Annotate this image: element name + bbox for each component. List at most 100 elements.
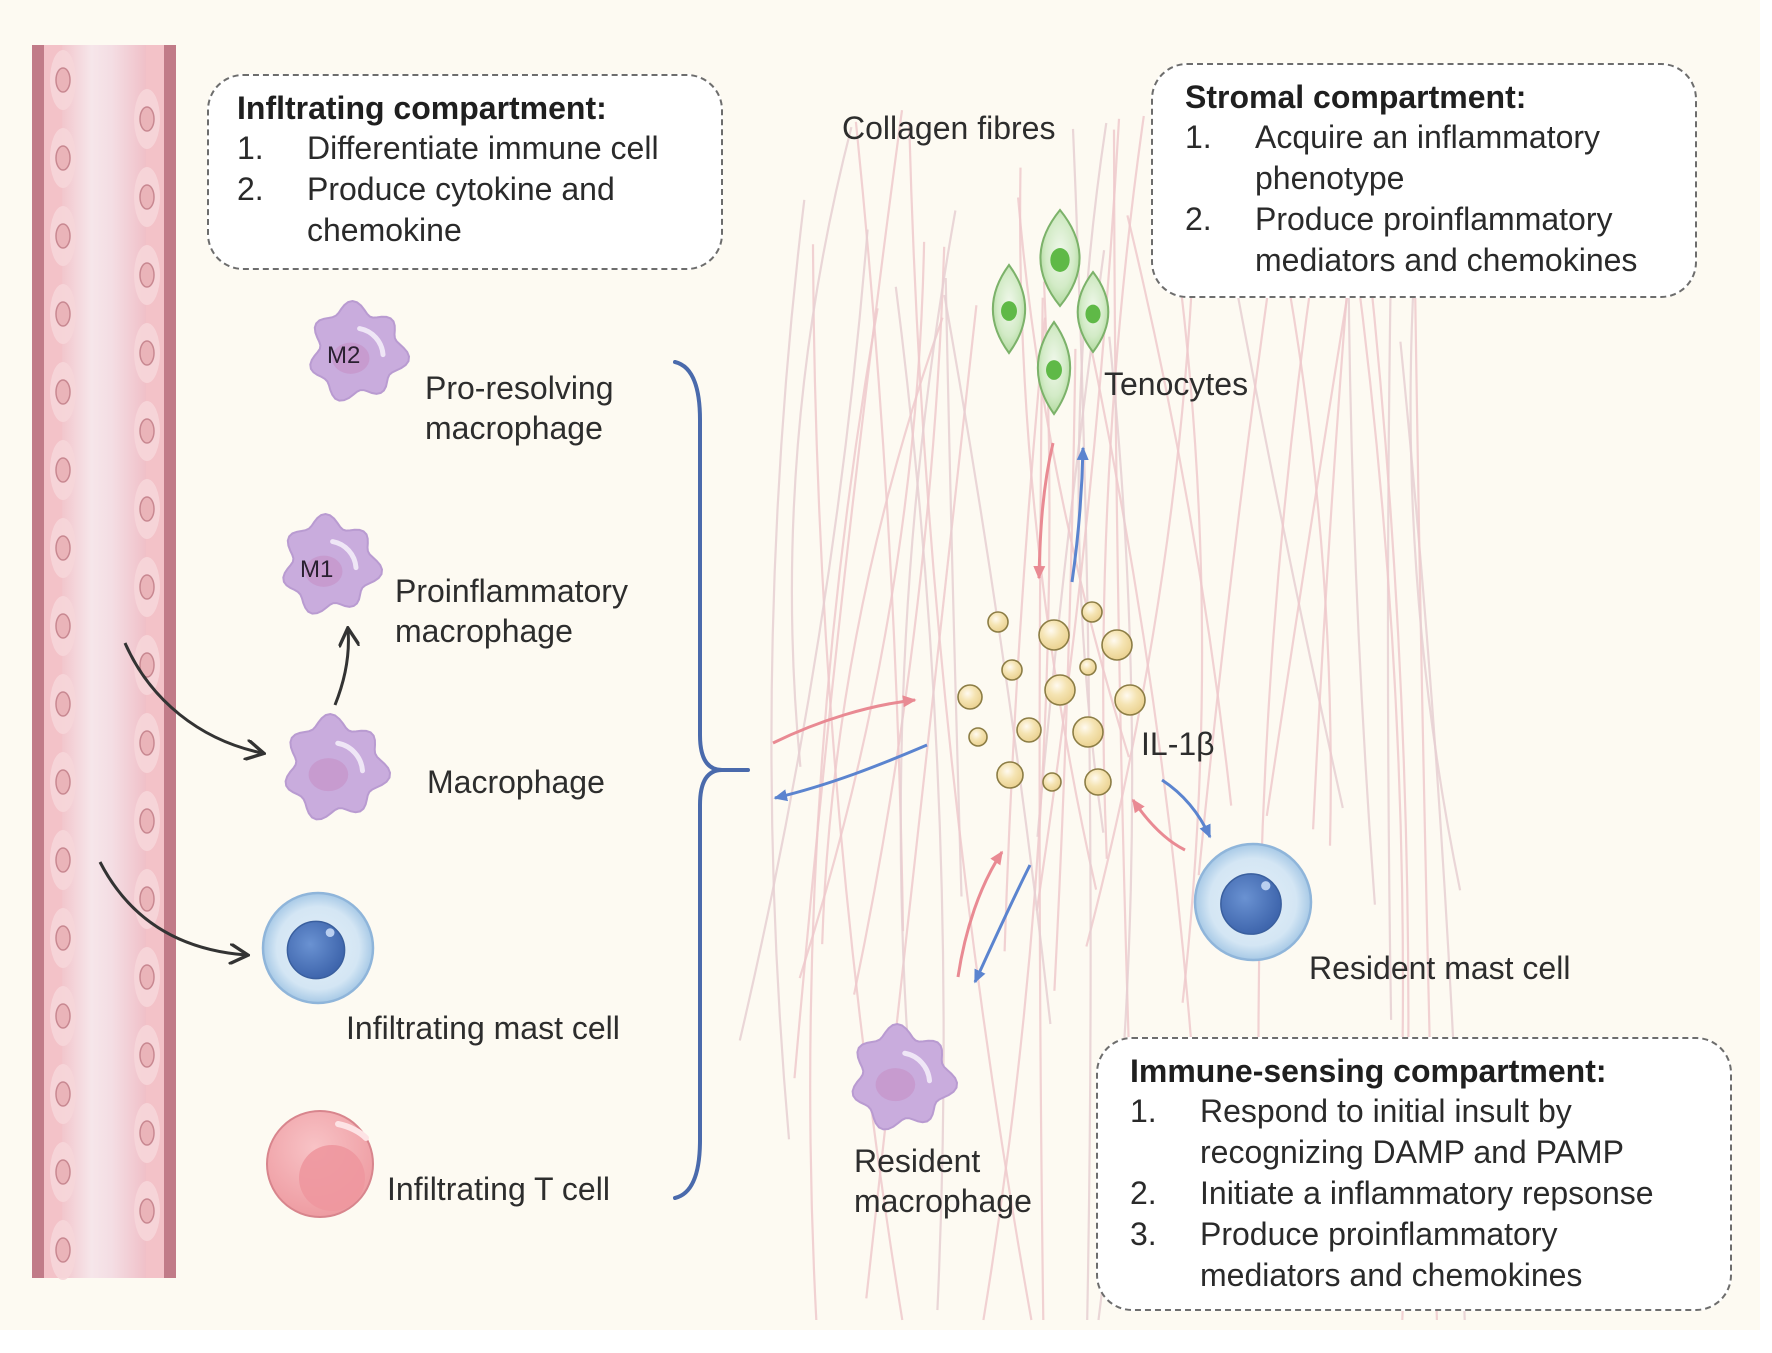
il1b-particle [1001,659,1023,681]
tenocyte-nucleus [1001,301,1017,321]
list-item: 2.Initiate a inflammatory repsonse [1130,1173,1720,1214]
list-text: Produce proinflammatory mediators and ch… [1200,1216,1583,1293]
signal-arrow-to-resident-macrophage [973,864,1032,984]
il1b-particle [968,727,988,747]
proinflammatory-macrophage-label: Proinflammatory macrophage [395,571,628,651]
endothelial-nucleus [55,1003,71,1029]
list-number: 3. [1130,1216,1157,1252]
collagen-fibre [1019,167,1098,890]
pro-resolving-macrophage-label: Pro-resolving macrophage [425,368,614,448]
stromal-compartment-heading: Stromal compartment: [1185,79,1527,115]
il1b-particle [1114,684,1146,716]
tenocytes-label: Tenocytes [1104,366,1249,402]
collagen-fibre [793,110,904,1079]
il1b-particle [996,761,1024,789]
signal-arrow-from-tenocytes [1033,442,1055,580]
infiltrating-t-cell-label: Infiltrating T cell [387,1171,610,1207]
endothelial-nucleus [139,730,155,756]
endothelial-nuclei [50,50,160,1280]
immune-sensing-compartment-heading: Immune-sensing compartment: [1130,1053,1607,1089]
il1b-particle [1038,619,1070,651]
mast-cell-highlight [325,928,335,937]
list-number: 1. [1185,119,1212,155]
endothelial-nucleus [55,535,71,561]
tenocytes-icon [991,208,1110,416]
endothelial-nucleus [139,340,155,366]
mast-cell-nucleus [286,920,346,980]
il1b-particle [1084,768,1112,796]
collagen-fibre [821,317,944,945]
list-item: 2.Produce cytokine and chemokine [237,169,687,251]
list-number: 1. [237,130,264,166]
tenocyte-nucleus [1046,360,1062,380]
tenocyte-nucleus [1085,304,1101,324]
m2-tag: M2 [327,342,361,369]
stromal-compartment-box: Stromal compartment: 1. Acquire an inflam… [1151,63,1697,298]
list-item: 3. Produce proinflammatory mediators and … [1130,1214,1630,1296]
collagen-fibre [1035,118,1121,911]
list-text: Acquire an inflammatory phenotype [1255,119,1601,196]
extravasation-arrow-mast-cell [98,861,246,955]
collagen-fibres-label: Collagen fibres [842,110,1056,146]
collagen-fibre [1078,294,1193,1049]
endothelial-nucleus [139,1042,155,1068]
list-item: 1. Respond to initial insult by recognizi… [1130,1091,1670,1173]
macrophage-nucleus [332,342,370,374]
il1b-particle [1079,658,1097,676]
endothelial-nucleus [55,67,71,93]
list-number: 2. [237,171,264,207]
list-item: 1. Acquire an inflammatory phenotype [1185,117,1635,199]
endothelial-nucleus [55,613,71,639]
collagen-fibre [1197,273,1272,876]
list-text: Differentiate immune cell [307,130,659,166]
extravasation-arrow-macrophage [123,642,262,753]
endothelial-nucleus [55,379,71,405]
collagen-fibre [1017,197,1130,758]
signal-arrow-from-resident-macrophage [956,850,1004,978]
endothelial-nucleus [55,301,71,327]
label-line: macrophage [854,1183,1032,1219]
collagen-fibre [1038,297,1045,1321]
endothelial-nucleus [139,1198,155,1224]
infiltrating-mast-cell-label: Infiltrating mast cell [346,1010,620,1046]
immune-sensing-compartment-box: Immune-sensing compartment: 1. Respond to… [1096,1037,1732,1311]
list-number: 1. [1130,1093,1157,1129]
collagen-fibre [1126,215,1233,806]
endothelial-nucleus [55,691,71,717]
endothelial-nucleus [139,574,155,600]
tenocyte-nucleus [1050,248,1070,272]
mast-cell-highlight [1261,881,1271,891]
endothelial-nucleus [139,652,155,678]
m1-tag: M1 [300,556,334,583]
collagen-fibre [1348,213,1405,1088]
collagen-fibre [1386,191,1394,1020]
list-text: Respond to initial insult by recognizing… [1200,1093,1624,1170]
collagen-fibre [908,122,1033,1321]
collagen-fibre [899,210,957,1094]
il1b-particle [1044,674,1076,706]
collagen-fibre [770,199,806,1140]
endothelial-nucleus [139,886,155,912]
endothelial-nucleus [55,847,71,873]
macrophage-highlight [902,1050,932,1084]
resident-mast-cell-icon [1193,842,1313,962]
endothelial-nucleus [55,1081,71,1107]
endothelial-nucleus [55,1237,71,1263]
infiltrating-compartment-heading: Infltrating compartment: [237,90,607,126]
collagen-fibre [982,281,1051,1321]
collagen-fibre [1409,274,1462,891]
label-line: Pro-resolving [425,370,614,406]
endothelial-nucleus [55,1159,71,1185]
mast-cell-nucleus [1220,873,1282,935]
collagen-fibre [1265,251,1356,817]
endothelial-nucleus [55,145,71,171]
endothelial-nucleus [55,223,71,249]
collagen-fibre [853,246,946,995]
macrophage-label: Macrophage [427,764,605,800]
collagen-fibre [790,126,853,767]
endothelial-nucleus [139,418,155,444]
t-cell-icon [266,1110,374,1218]
resident-mast-cell-label: Resident mast cell [1309,950,1571,986]
collagen-fibre [865,305,978,1299]
collagen-fibre [944,277,963,897]
